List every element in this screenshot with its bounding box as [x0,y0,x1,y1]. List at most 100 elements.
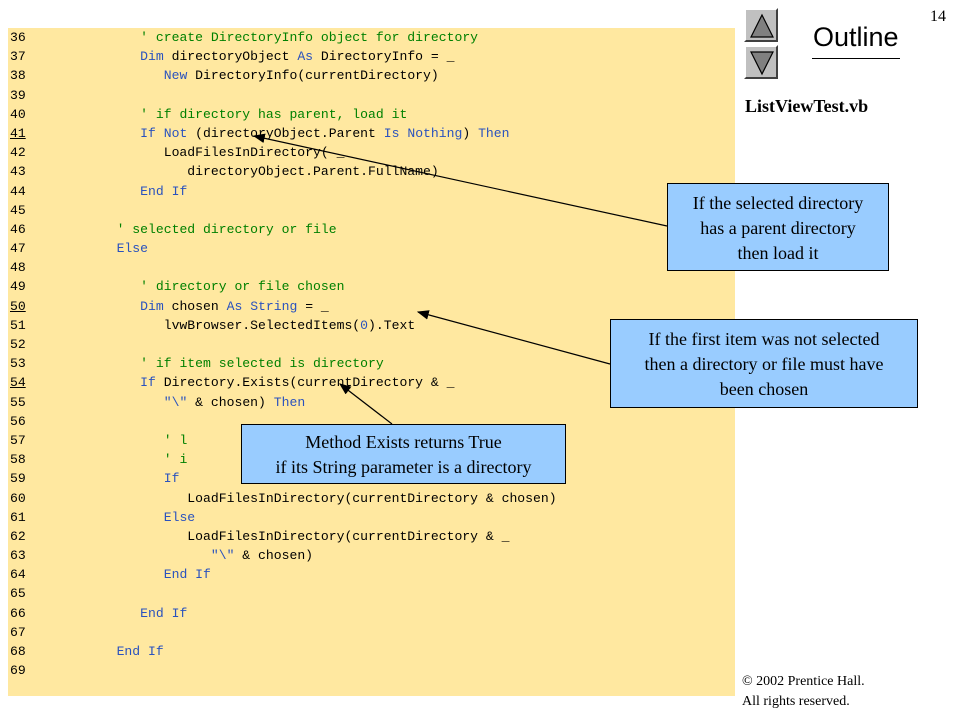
code-token: directoryObject.Parent.FullName) [38,164,439,180]
up-triangle-icon [750,13,774,38]
line-number: 62 [10,528,26,544]
line-number: 44 [10,183,26,199]
code-token: DirectoryInfo = _ [313,49,455,65]
code-text: ' if item selected is directory [38,356,384,371]
code-line: 48 [8,258,735,277]
code-line: 39 [8,86,735,105]
line-number: 55 [10,394,26,410]
code-comment: ' directory or file chosen [140,279,345,295]
callout-line: If the selected directory [692,193,864,213]
code-token: & chosen) [187,394,274,410]
code-token: LoadFilesInDirectory(currentDirectory & … [38,528,510,544]
arrow-parent-directory [252,133,668,227]
code-text: Else [38,510,195,525]
code-text: ' if directory has parent, load it [38,107,407,122]
code-token: Directory.Exists(currentDirectory & _ [155,375,455,391]
code-keyword: If [140,375,156,391]
code-text: LoadFilesInDirectory(currentDirectory & … [38,490,557,506]
code-line: 60 LoadFilesInDirectory(currentDirectory… [8,489,735,508]
code-keyword: "\" [163,394,188,410]
arrow-first-item [416,310,611,365]
line-number: 56 [10,413,26,429]
code-comment: ' selected directory or file [116,221,337,237]
file-name: ListViewTest.vb [745,96,869,116]
code-line: 46 ' selected directory or file [8,220,735,239]
line-number: 58 [10,452,26,468]
code-line: 41 If Not (directoryObject.Parent Is Not… [8,124,735,143]
arrow-exists-method [339,383,393,425]
code-text: ' create DirectoryInfo object for direct… [38,30,478,45]
code-token: & chosen) [234,548,314,564]
code-line: 61 Else [8,508,735,527]
code-keyword: Dim [140,49,164,65]
line-number: 50 [10,298,26,314]
callout-line: if its String parameter is a directory [275,457,532,477]
code-keyword: Is [383,125,400,141]
line-number: 69 [10,663,26,679]
code-line: 36 ' create DirectoryInfo object for dir… [8,28,735,47]
code-keyword: If [163,471,180,487]
code-keyword: Nothing [407,125,463,141]
line-number: 49 [10,279,26,295]
code-comment: ' i [163,452,188,468]
code-line: 57 ' l [8,431,735,450]
line-number: 57 [10,432,26,448]
code-line: 44 End If [8,182,735,201]
line-number: 47 [10,241,26,257]
code-token: = _ [297,298,329,314]
line-number: 54 [10,375,26,391]
code-keyword: Else [116,241,149,257]
code-token: ).Text [368,317,416,333]
line-number: 51 [10,317,26,333]
line-number: 52 [10,337,26,352]
code-text: End If [38,184,187,199]
callout-line: If the first item was not selected [648,329,880,349]
code-text: End If [38,644,164,659]
code-keyword: Not [163,125,188,141]
code-text: LoadFilesInDirectory( _ [38,145,345,161]
code-line: 55 "\" & chosen) Then [8,393,735,412]
next-slide-button[interactable] [744,45,778,79]
line-number: 43 [10,164,26,180]
line-number: 66 [10,605,26,621]
code-keyword: Dim [140,298,164,314]
code-comment: ' if item selected is directory [140,356,384,372]
line-number: 41 [10,125,26,141]
code-token: DirectoryInfo(currentDirectory) [187,68,439,84]
line-number: 40 [10,106,26,122]
callout-line: then load it [737,243,819,263]
line-number: 63 [10,548,26,564]
code-text: "\" & chosen) Then [38,395,305,410]
line-number: 65 [10,586,26,602]
code-token: LoadFilesInDirectory( _ [38,145,345,161]
line-number: 38 [10,68,26,84]
code-keyword: String [250,298,298,314]
code-keyword: "\" [210,548,235,564]
line-number: 42 [10,145,26,161]
code-text: End If [38,567,211,582]
line-number: 46 [10,221,26,237]
code-line: 65 [8,584,735,603]
line-number: 48 [10,260,26,276]
code-line: 52 [8,335,735,354]
code-text: End If [38,606,187,621]
copyright: © 2002 Prentice Hall. All rights reserve… [742,672,865,712]
code-text: directoryObject.Parent.FullName) [38,164,439,180]
code-keyword: As [226,298,243,314]
outline-underline [812,58,900,59]
code-token: LoadFilesInDirectory(currentDirectory & … [38,490,557,506]
code-text: ' selected directory or file [38,222,337,237]
code-comment: ' create DirectoryInfo object for direct… [140,30,479,45]
copyright-line: All rights reserved. [742,694,850,709]
line-number: 68 [10,644,26,659]
code-line: 45 [8,201,735,220]
code-line: 62 LoadFilesInDirectory(currentDirectory… [8,527,735,546]
code-text: If Directory.Exists(currentDirectory & _ [38,375,454,390]
code-text: New DirectoryInfo(currentDirectory) [38,68,439,83]
code-token: ) [462,125,479,141]
previous-slide-button[interactable] [744,8,778,42]
code-text: If Not (directoryObject.Parent Is Nothin… [38,125,509,141]
code-line: 63 "\" & chosen) [8,546,735,565]
code-keyword: Then [273,394,306,410]
